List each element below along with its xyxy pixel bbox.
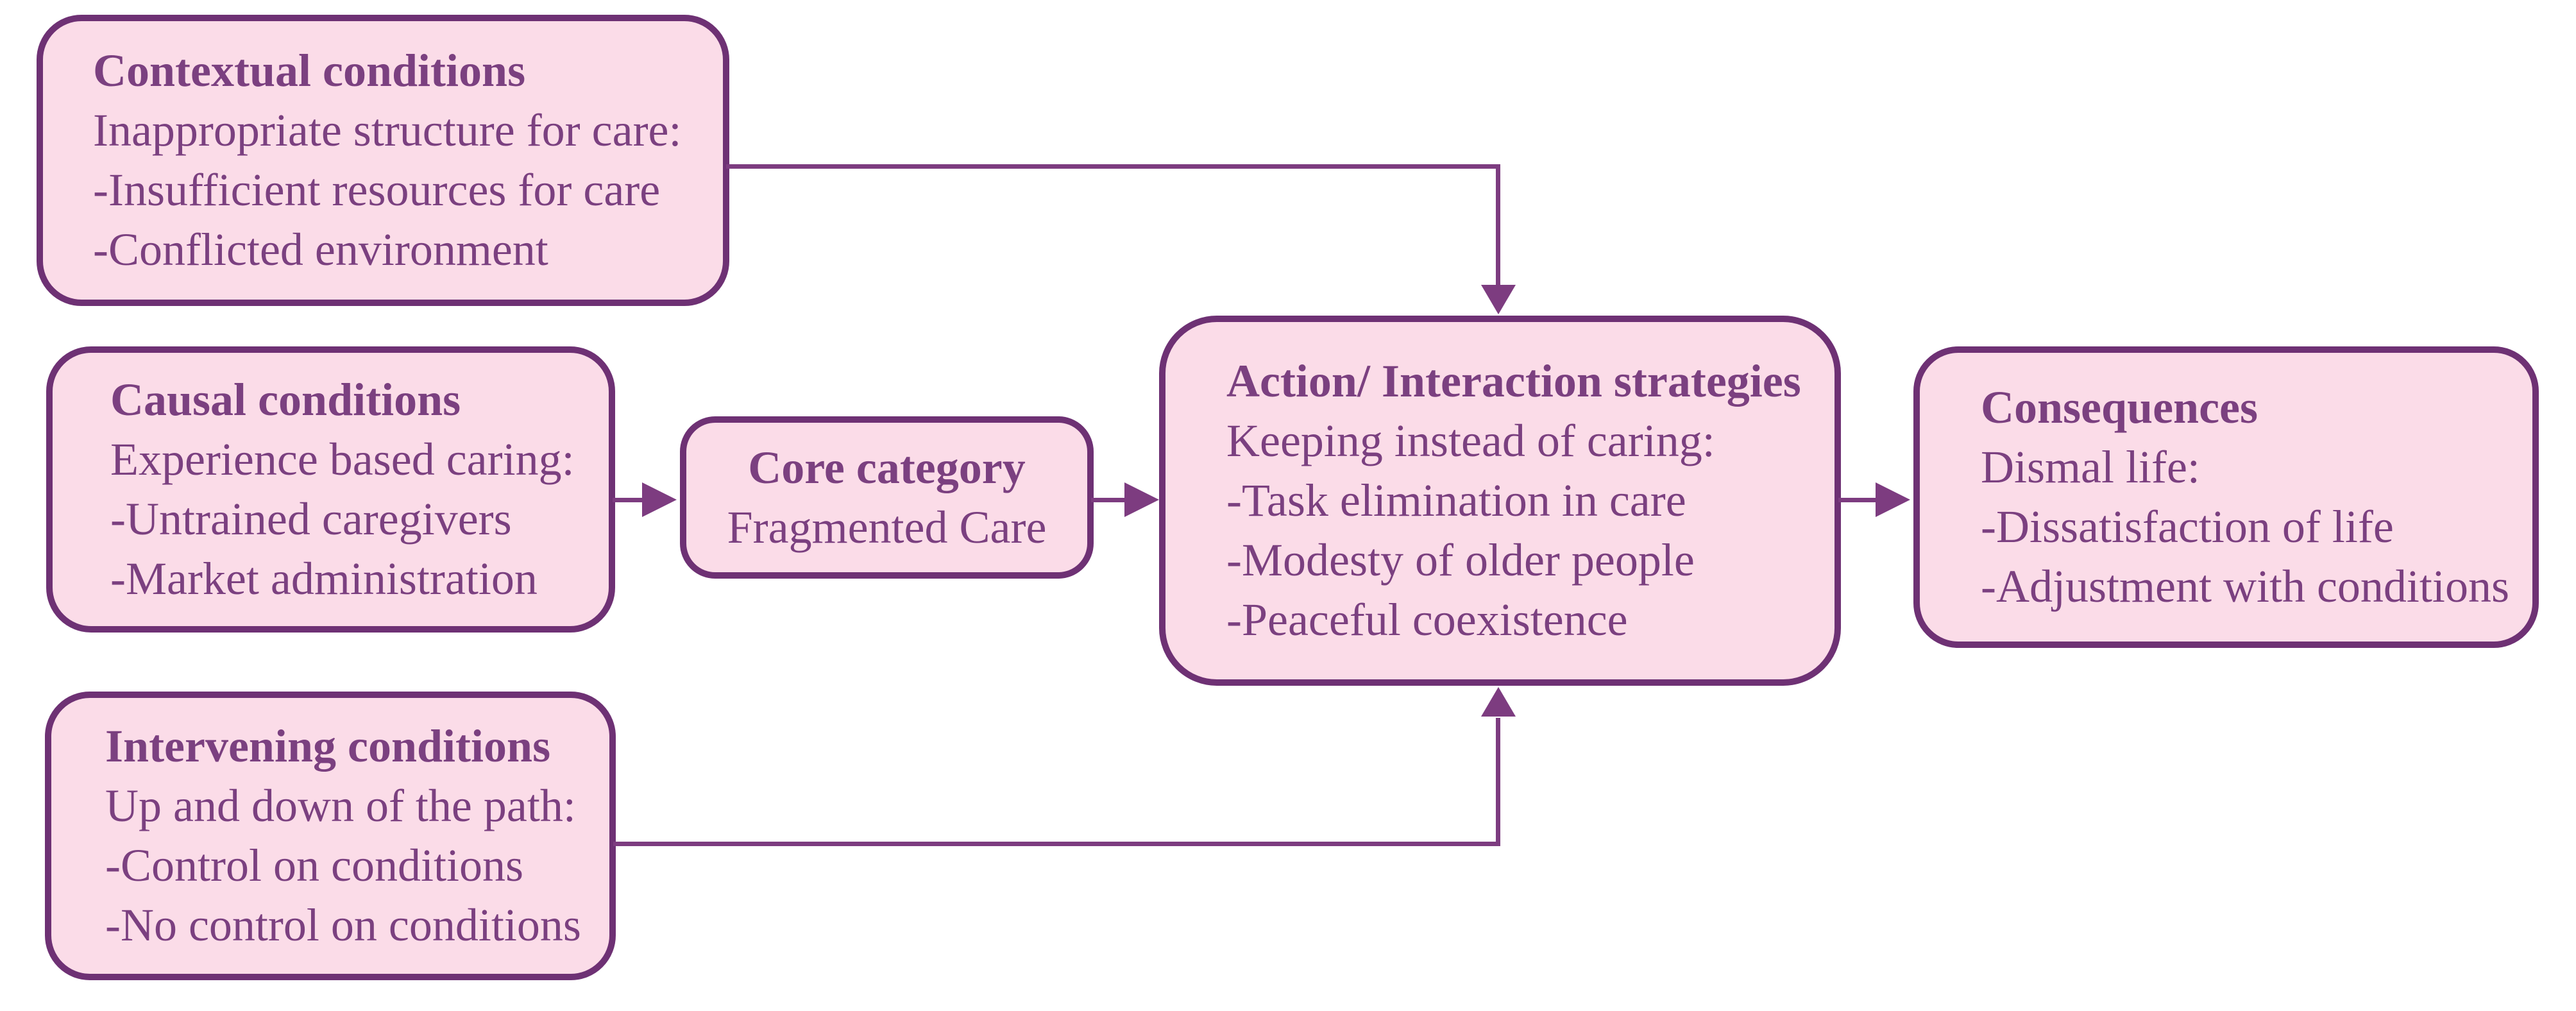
box-title: Causal conditions bbox=[110, 374, 461, 425]
box-line: -Untrained caregivers bbox=[110, 493, 512, 545]
box-line: -Task elimination in care bbox=[1226, 475, 1686, 526]
connector-intervening-to-action-vertical-segment bbox=[1496, 718, 1500, 845]
connector-contextual-to-action-horizontal-segment bbox=[726, 164, 1500, 169]
connector-core-to-action-segment bbox=[1091, 498, 1128, 502]
arrowhead-right-icon bbox=[1124, 482, 1159, 517]
box-line: -Dissatisfaction of life bbox=[1981, 501, 2394, 552]
action-interaction-strategies-box: Action/ Interaction strategies Keeping i… bbox=[1159, 316, 1841, 686]
connector-intervening-to-action-horizontal-segment bbox=[613, 842, 1500, 846]
intervening-conditions-box: Intervening conditions Up and down of th… bbox=[45, 692, 616, 980]
box-line: Experience based caring: bbox=[110, 434, 575, 485]
box-line: Fragmented Care bbox=[727, 501, 1047, 553]
consequences-box: Consequences Dismal life: -Dissatisfacti… bbox=[1913, 346, 2539, 648]
box-line: Up and down of the path: bbox=[105, 780, 576, 831]
box-line: Dismal life: bbox=[1981, 441, 2200, 493]
box-line: Keeping instead of caring: bbox=[1226, 415, 1715, 466]
box-line: -Modesty of older people bbox=[1226, 534, 1695, 586]
connector-causal-to-core-segment bbox=[613, 498, 645, 502]
box-title: Action/ Interaction strategies bbox=[1226, 355, 1801, 407]
box-title: Intervening conditions bbox=[105, 720, 551, 772]
box-title: Contextual conditions bbox=[93, 45, 526, 96]
arrowhead-up-icon bbox=[1481, 687, 1516, 717]
causal-conditions-box: Causal conditions Experience based carin… bbox=[46, 346, 615, 633]
arrowhead-right-icon bbox=[642, 482, 677, 517]
box-line: -No control on conditions bbox=[105, 899, 581, 951]
box-line: -Peaceful coexistence bbox=[1226, 594, 1628, 645]
contextual-conditions-box: Contextual conditions Inappropriate stru… bbox=[37, 15, 729, 306]
box-line: -Conflicted environment bbox=[93, 224, 548, 275]
box-line: -Insufficient resources for care bbox=[93, 164, 661, 216]
arrowhead-right-icon bbox=[1876, 482, 1910, 517]
arrowhead-down-icon bbox=[1481, 285, 1516, 314]
box-title: Consequences bbox=[1981, 382, 2258, 433]
connector-contextual-to-action-vertical-segment bbox=[1496, 164, 1500, 286]
connector-action-to-consequences-segment bbox=[1838, 498, 1878, 502]
box-title: Core category bbox=[748, 441, 1026, 493]
box-line: Inappropriate structure for care: bbox=[93, 105, 682, 156]
core-category-box: Core category Fragmented Care bbox=[680, 416, 1094, 579]
box-line: -Adjustment with conditions bbox=[1981, 561, 2509, 612]
box-line: -Control on conditions bbox=[105, 840, 523, 891]
box-line: -Market administration bbox=[110, 553, 538, 604]
